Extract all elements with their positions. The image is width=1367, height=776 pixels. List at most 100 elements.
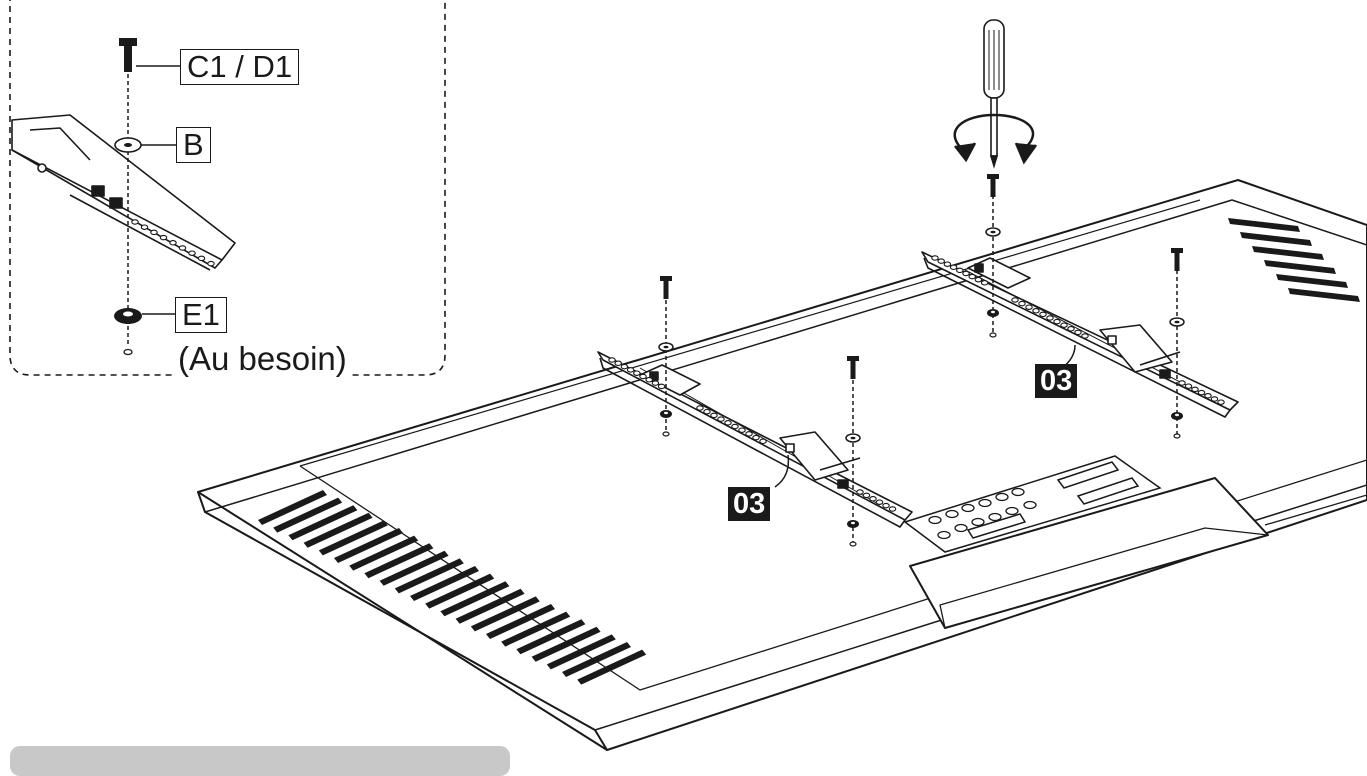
part-tag-left-bracket: 03 [728,487,771,521]
vent-slot [516,619,586,655]
capacitor [937,530,951,540]
bracket-hole [738,427,746,433]
bracket-hole [626,367,635,373]
bracket-hole [703,408,711,415]
bracket-hole [178,245,187,251]
vent-slot [394,558,464,594]
vent-slot [288,505,358,541]
vent-slot [577,649,647,685]
vent-slot [273,497,343,533]
bracket-hole [968,273,976,280]
bracket-hole [1067,326,1075,332]
bracket-hole [645,377,653,383]
bracket-hole [1081,333,1089,339]
capacitor [954,523,968,533]
vent-slot [1240,232,1312,246]
vent-slot [379,550,449,586]
bracket-hole [696,405,704,411]
capacitor [978,498,992,508]
inset-bracket [11,114,236,271]
bracket-hole [869,496,877,502]
hardware-stack-3 [985,174,1001,338]
bracket-hole [943,261,952,267]
vent-slot [440,581,510,617]
bracket-hole [931,255,939,261]
bracket-right-holes [931,255,1225,405]
bracket-hole [1046,315,1054,321]
capacitor [971,517,985,527]
bracket-hole [197,255,206,262]
left-vent-slots [258,490,647,685]
bracket-hole [1191,386,1199,393]
vent-slot [349,535,419,571]
vent-slot [364,543,434,579]
bracket-hole [651,380,660,386]
screwdriver-icon [983,19,1005,169]
nut-label-e1: E1 [175,297,227,333]
bracket-hole [937,258,945,264]
bracket-hole [724,420,732,426]
bracket-hole [207,260,215,267]
bracket-hole [1060,322,1068,328]
bracket-hole [150,229,158,236]
bracket-hole [608,357,616,363]
bracket-hole [731,423,739,430]
vent-slot [258,490,327,525]
bracket-hole [862,492,871,499]
hardware-stack-2 [845,356,861,547]
bracket-hole [1217,399,1225,405]
vent-slot [1228,218,1300,232]
screw-icon [119,38,137,72]
washer-icon [114,137,142,153]
bracket-hole [1178,380,1186,386]
bracket-hole [657,383,666,390]
circuit-board [903,455,1162,553]
bracket-hole [1018,300,1026,307]
nut-icon [114,308,142,324]
part-tag-right-bracket: 03 [1035,364,1078,398]
capacitor [1011,487,1025,497]
right-vent-slots [1228,218,1360,302]
bottom-edge-bar [10,746,510,776]
detail-inset [9,0,446,376]
bracket-hole [159,234,168,241]
leader-line-left [774,454,790,488]
capacitor [961,503,975,513]
bracket-hole [1053,318,1061,325]
bracket-hole [888,506,897,512]
vent-slot [425,573,495,609]
vent-slot [334,528,403,563]
vent-slot [546,634,616,670]
vent-slot [1276,274,1348,288]
vent-slot [455,588,525,624]
vent-slot [318,520,388,556]
vent-slot [410,566,479,601]
capacitor [1023,500,1037,510]
bracket-hole [1184,383,1193,389]
bracket-hole [974,276,983,283]
bracket-hole [956,267,964,274]
bracket-hole [131,219,139,225]
capacitor [945,509,959,519]
vent-slot [1264,260,1336,274]
bracket-hole [949,264,958,271]
vent-slot [486,604,555,639]
bracket-hole [752,434,760,441]
bracket-hole [882,502,890,509]
bracket-hole [1074,329,1082,336]
rotation-arrow-icon [953,113,1038,165]
bracket-hole [620,363,629,370]
vent-slot [1252,246,1324,260]
bracket-hole [745,431,753,437]
bracket-hole [1025,304,1033,310]
assembly-diagram [9,0,1367,751]
bracket-hole [856,489,864,495]
bracket-hole [1032,308,1040,314]
vent-slot [562,642,631,677]
bracket-hole [875,499,884,505]
vent-slot [501,611,571,647]
capacitor [1005,506,1019,516]
bracket-hole [710,412,718,419]
vent-slot [1288,288,1360,302]
bracket-hole [1197,389,1206,396]
